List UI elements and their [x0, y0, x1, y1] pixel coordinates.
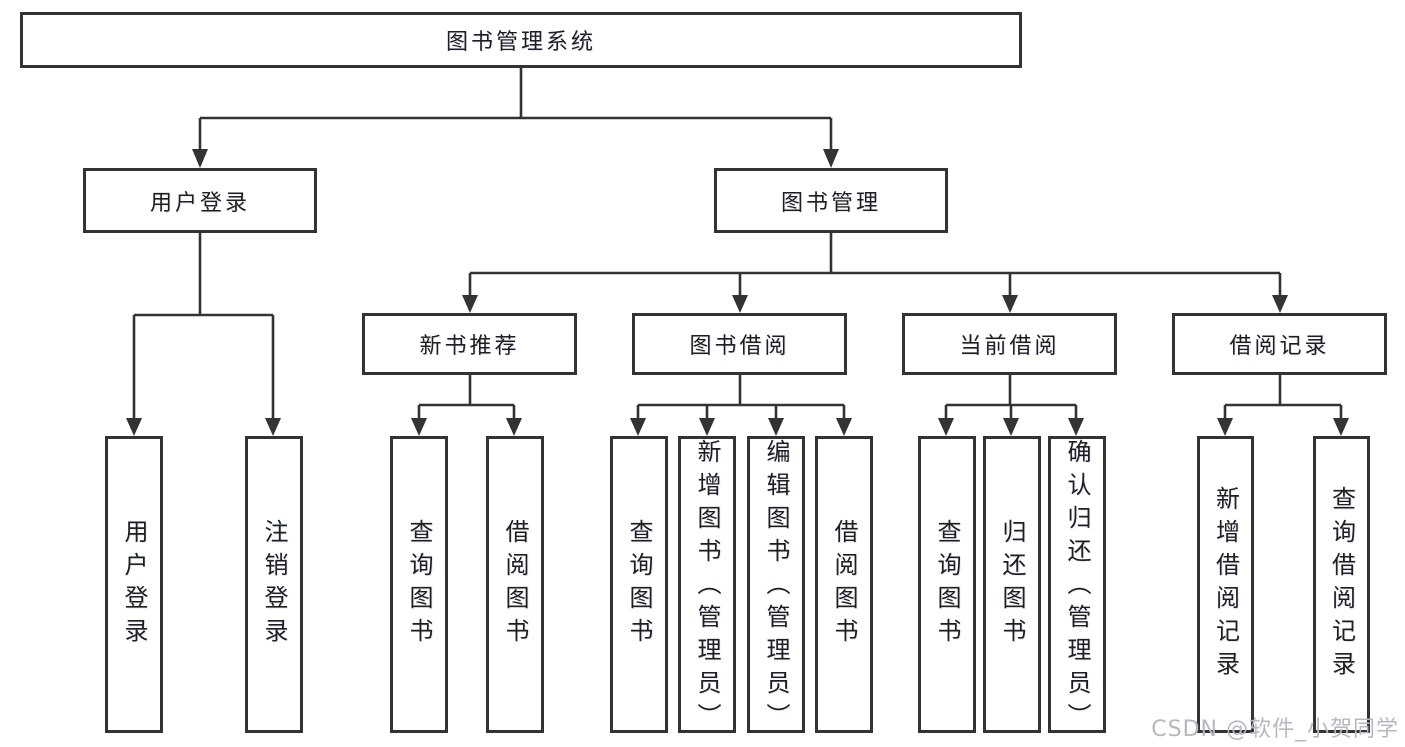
node-label: 当前借阅 [959, 334, 1060, 359]
node-leaf-edit-book-admin: 编辑图书（管理员） [747, 436, 805, 733]
node-label: 编辑图书（管理员） [762, 439, 790, 733]
node-leaf-return-books: 归还图书 [983, 436, 1041, 733]
node-label: 查询图书 [933, 518, 961, 651]
node-book-borrowing: 图书借阅 [632, 313, 847, 375]
node-library-system: 图书管理系统 [20, 12, 1022, 68]
node-leaf-query-borrow-record: 查询借阅记录 [1313, 436, 1370, 733]
node-leaf-user-login: 用户登录 [105, 436, 163, 733]
node-new-book-recommendation: 新书推荐 [362, 313, 577, 375]
node-label: 借阅记录 [1229, 334, 1330, 359]
node-book-management: 图书管理 [714, 168, 948, 233]
node-label: 用户登录 [149, 190, 250, 216]
node-leaf-borrow-books-2: 借阅图书 [815, 436, 873, 733]
node-label: 注销登录 [260, 518, 288, 651]
node-label: 查询图书 [405, 518, 433, 651]
node-label: 图书借阅 [689, 334, 790, 359]
node-label: 新增借阅记录 [1211, 485, 1240, 684]
node-label: 用户登录 [120, 518, 148, 651]
node-label: 图书管理系统 [445, 30, 596, 55]
node-leaf-logout: 注销登录 [245, 436, 303, 733]
node-leaf-confirm-return-admin: 确认归还（管理员） [1048, 436, 1106, 733]
node-label: 新书推荐 [419, 334, 520, 359]
node-label: 借阅图书 [501, 518, 529, 651]
node-label: 归还图书 [998, 518, 1026, 651]
node-current-borrowing: 当前借阅 [902, 313, 1117, 375]
node-borrowing-records: 借阅记录 [1172, 313, 1387, 375]
node-leaf-borrow-books-1: 借阅图书 [486, 436, 544, 733]
node-label: 图书管理 [780, 190, 881, 216]
node-label: 查询图书 [625, 518, 653, 651]
node-leaf-query-books-2: 查询图书 [610, 436, 668, 733]
node-label: 确认归还（管理员） [1063, 439, 1091, 733]
node-label: 借阅图书 [830, 518, 858, 651]
node-user-login: 用户登录 [83, 168, 317, 233]
node-label: 查询借阅记录 [1327, 485, 1356, 684]
node-leaf-add-book-admin: 新增图书（管理员） [678, 436, 736, 733]
node-leaf-add-borrow-record: 新增借阅记录 [1197, 436, 1254, 733]
node-label: 新增图书（管理员） [693, 439, 721, 733]
node-leaf-query-books-1: 查询图书 [390, 436, 448, 733]
watermark: CSDN @软件_小贺同学 [1151, 717, 1399, 742]
node-leaf-query-books-3: 查询图书 [918, 436, 976, 733]
